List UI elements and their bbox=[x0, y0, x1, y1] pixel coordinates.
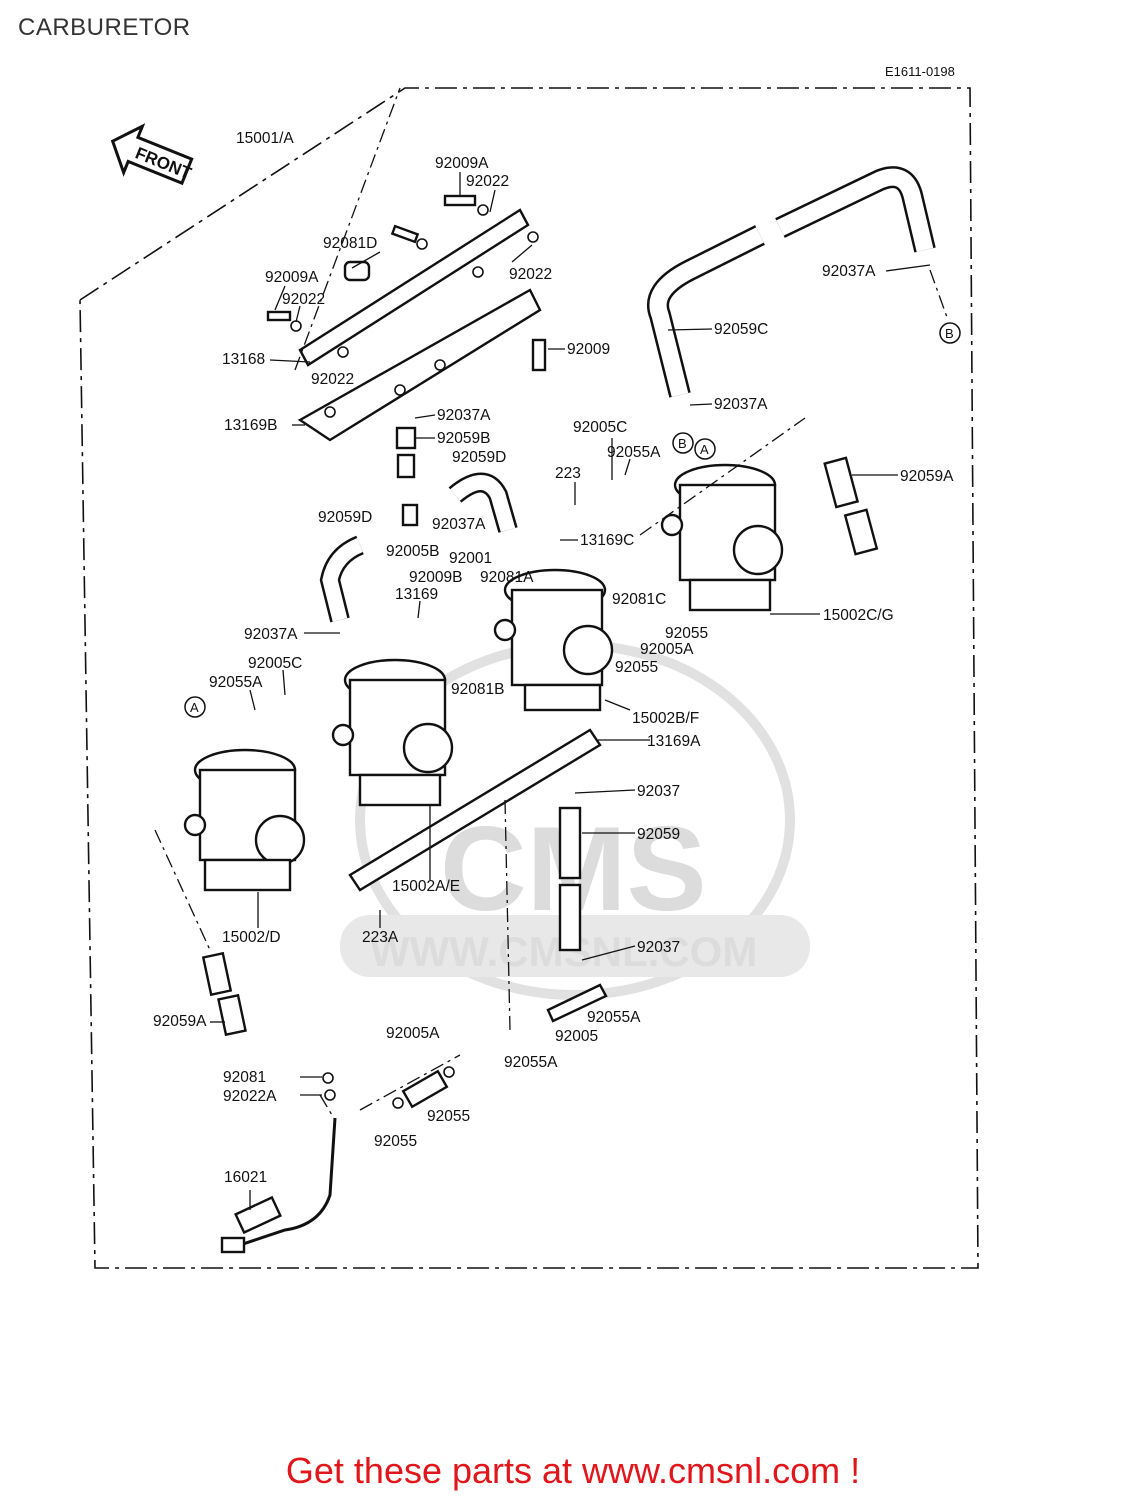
part-label: 223A bbox=[362, 929, 399, 946]
part-labels: 15001/A 92009A 92022 92081D 92022 92009A… bbox=[153, 130, 954, 1186]
part-label: 92059D bbox=[452, 449, 506, 466]
part-label: 92055 bbox=[665, 625, 708, 642]
callout-a-top: A bbox=[694, 438, 716, 460]
callout-a-left: A bbox=[184, 696, 206, 718]
callout-b-right-label: B bbox=[945, 326, 954, 341]
part-label: 92055 bbox=[615, 659, 658, 676]
page-title: CARBURETOR bbox=[18, 14, 191, 41]
part-label: 13169A bbox=[647, 733, 701, 750]
boundary-outline bbox=[79, 87, 979, 1269]
part-label: 92009 bbox=[567, 341, 610, 358]
part-label: 15001/A bbox=[236, 130, 294, 147]
part-label: 92037A bbox=[714, 396, 768, 413]
hose-92059a-right bbox=[823, 456, 879, 556]
linkage-13169a bbox=[348, 728, 602, 892]
front-arrow: FRONT bbox=[110, 123, 195, 186]
part-label: 92022A bbox=[223, 1088, 277, 1105]
hose-92059a-left bbox=[201, 951, 247, 1037]
part-label: 15002B/F bbox=[632, 710, 699, 727]
part-label: 92055A bbox=[587, 1009, 641, 1026]
part-label: 13169 bbox=[395, 586, 438, 603]
part-label: 92009A bbox=[265, 269, 319, 286]
part-label: 13168 bbox=[222, 351, 265, 368]
part-label: 92037 bbox=[637, 939, 680, 956]
part-label: 13169C bbox=[580, 532, 634, 549]
part-label: 92081A bbox=[480, 569, 534, 586]
part-label: 223 bbox=[555, 465, 581, 482]
part-label: 92059A bbox=[900, 468, 954, 485]
part-label: 92037A bbox=[822, 263, 876, 280]
part-label: 16021 bbox=[224, 1169, 267, 1186]
callout-b-top-label: B bbox=[678, 436, 687, 451]
callout-a-left-label: A bbox=[190, 700, 199, 715]
part-label: 92005C bbox=[248, 655, 302, 672]
part-label: 13169B bbox=[224, 417, 277, 434]
carburetor-4 bbox=[660, 463, 784, 612]
carburetor-3 bbox=[493, 568, 614, 712]
part-label: 92059C bbox=[714, 321, 768, 338]
part-label: 92037 bbox=[637, 783, 680, 800]
hose-92059-center bbox=[546, 806, 608, 1023]
part-label: 92059D bbox=[318, 509, 372, 526]
part-label: 92081C bbox=[612, 591, 666, 608]
part-label: 92059B bbox=[437, 430, 490, 447]
part-label: 92055A bbox=[607, 444, 661, 461]
part-label: 92055 bbox=[374, 1133, 417, 1150]
part-label: 92005B bbox=[386, 543, 439, 560]
part-label: 92009A bbox=[435, 155, 489, 172]
carburetor-2 bbox=[331, 658, 454, 807]
part-label: 92081D bbox=[323, 235, 377, 252]
fitting-92005a bbox=[392, 1066, 455, 1109]
part-label: 92081 bbox=[223, 1069, 266, 1086]
callout-a-top-label: A bbox=[700, 442, 709, 457]
part-label: 92005 bbox=[555, 1028, 598, 1045]
part-label: 92005A bbox=[640, 641, 694, 658]
alignment-lines bbox=[154, 87, 949, 1121]
hose-92059c bbox=[647, 166, 936, 398]
carburetor-1 bbox=[183, 748, 306, 892]
part-label: 92037A bbox=[432, 516, 486, 533]
parts-diagram: CMS WWW.CMSNL.COM E1611-0198 FRONT bbox=[79, 64, 979, 1269]
part-label: 92081B bbox=[451, 681, 504, 698]
part-label: 92055A bbox=[504, 1054, 558, 1071]
part-label: 92055A bbox=[209, 674, 263, 691]
callout-b-right: B bbox=[939, 322, 961, 344]
callout-b-top: B bbox=[672, 432, 694, 454]
part-label: 92022 bbox=[311, 371, 354, 388]
fasteners-top bbox=[266, 194, 547, 372]
part-label: 92055 bbox=[427, 1108, 470, 1125]
part-label: 92022 bbox=[282, 291, 325, 308]
part-label: 92037A bbox=[244, 626, 298, 643]
hose-92059d bbox=[319, 426, 518, 623]
part-label: 92022 bbox=[509, 266, 552, 283]
part-label: 92022 bbox=[466, 173, 509, 190]
part-label: 92005A bbox=[386, 1025, 440, 1042]
part-label: 92059A bbox=[153, 1013, 207, 1030]
part-label: 15002/D bbox=[222, 929, 281, 946]
diagram-code: E1611-0198 bbox=[885, 64, 955, 79]
footer-cta[interactable]: Get these parts at www.cmsnl.com ! bbox=[285, 1450, 861, 1491]
bracket-13168 bbox=[297, 208, 542, 442]
part-label: 15002A/E bbox=[392, 878, 460, 895]
leader-lines bbox=[210, 172, 931, 1210]
choke-cable-16021 bbox=[220, 1072, 337, 1254]
part-label: 92005C bbox=[573, 419, 627, 436]
part-label: 92001 bbox=[449, 550, 492, 567]
part-label: 15002C/G bbox=[823, 607, 894, 624]
part-label: 92059 bbox=[637, 826, 680, 843]
part-label: 92009B bbox=[409, 569, 462, 586]
part-label: 92037A bbox=[437, 407, 491, 424]
